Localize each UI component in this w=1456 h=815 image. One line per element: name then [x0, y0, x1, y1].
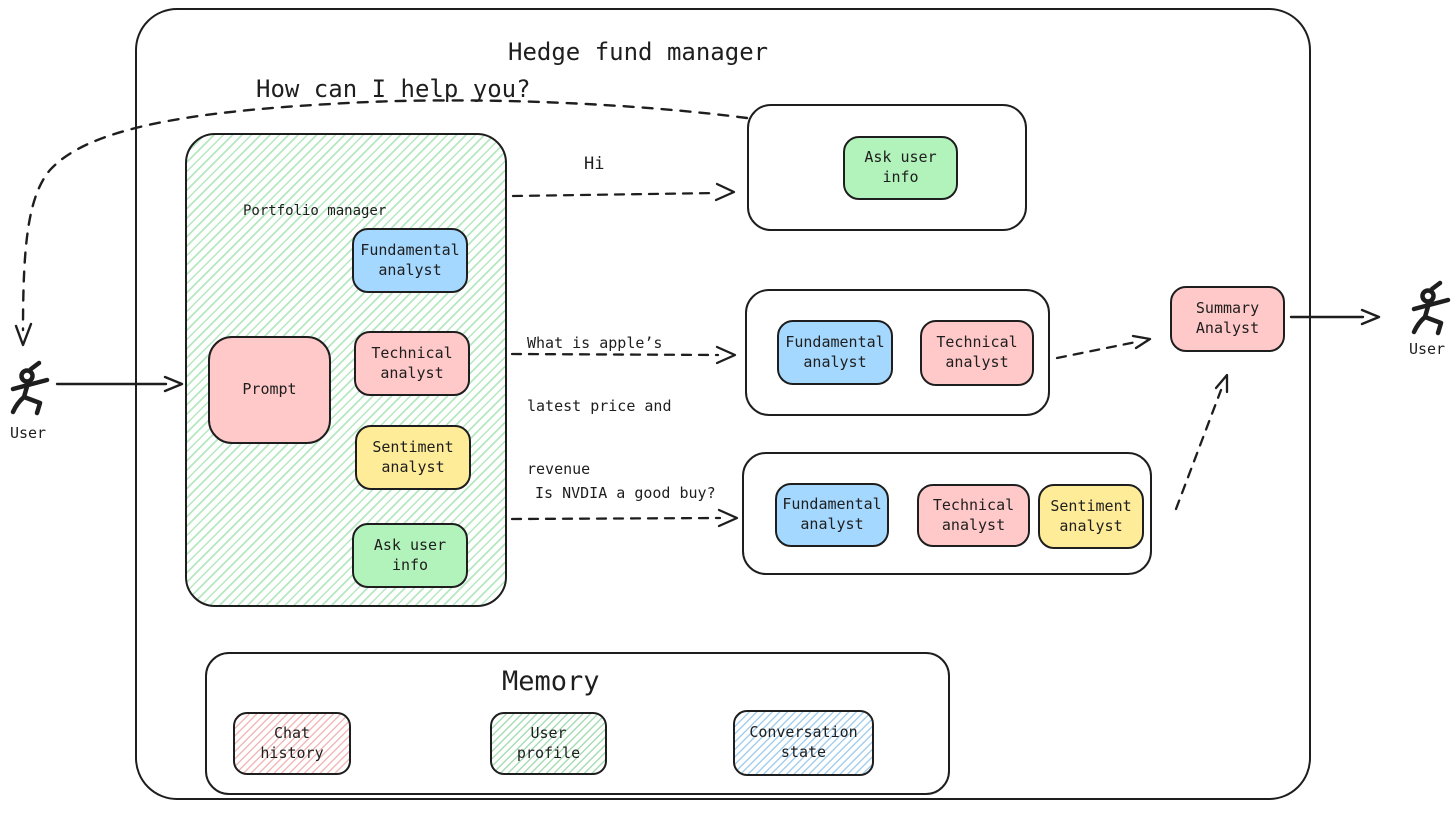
team1-ask-user-info: Ask user info — [843, 136, 958, 200]
left-user-label: User — [9, 424, 47, 442]
team2-fundamental-analyst: Fundamental analyst — [777, 320, 893, 385]
right-user-icon — [1411, 280, 1451, 336]
flow-apple-line1: What is apple’s — [527, 334, 663, 352]
portfolio-prompt: Prompt — [208, 336, 331, 444]
memory-user-profile: User profile — [490, 712, 607, 775]
right-user-label: User — [1408, 340, 1446, 358]
team3-technical-analyst: Technical analyst — [917, 484, 1030, 547]
flow-apple-line2: latest price and — [527, 397, 672, 415]
summary-analyst: Summary Analyst — [1170, 286, 1285, 352]
team3-sentiment-analyst: Sentiment analyst — [1038, 484, 1144, 549]
flow-apple-line3: revenue — [527, 460, 591, 478]
team2-technical-analyst: Technical analyst — [920, 320, 1034, 386]
team3-fundamental-analyst: Fundamental analyst — [775, 483, 889, 547]
flow-nvda-label: Is NVDIA a good buy? — [535, 484, 716, 502]
left-user-icon — [10, 360, 50, 416]
memory-conversation-state: Conversation state — [733, 710, 874, 776]
portfolio-fundamental-analyst: Fundamental analyst — [352, 228, 468, 293]
memory-title: Memory — [502, 666, 600, 697]
memory-chat-history: Chat history — [233, 712, 351, 775]
flow-hi-label: Hi — [584, 154, 605, 174]
portfolio-ask-user-info: Ask user info — [352, 523, 468, 588]
portfolio-sentiment-analyst: Sentiment analyst — [355, 425, 471, 490]
flow-apple-label: What is apple’s latest price and revenue — [527, 291, 672, 522]
portfolio-technical-analyst: Technical analyst — [354, 331, 470, 396]
portfolio-manager-label: Portfolio manager — [243, 203, 387, 219]
greeting-text: How can I help you? — [256, 75, 531, 103]
diagram-title: Hedge fund manager — [508, 38, 769, 66]
